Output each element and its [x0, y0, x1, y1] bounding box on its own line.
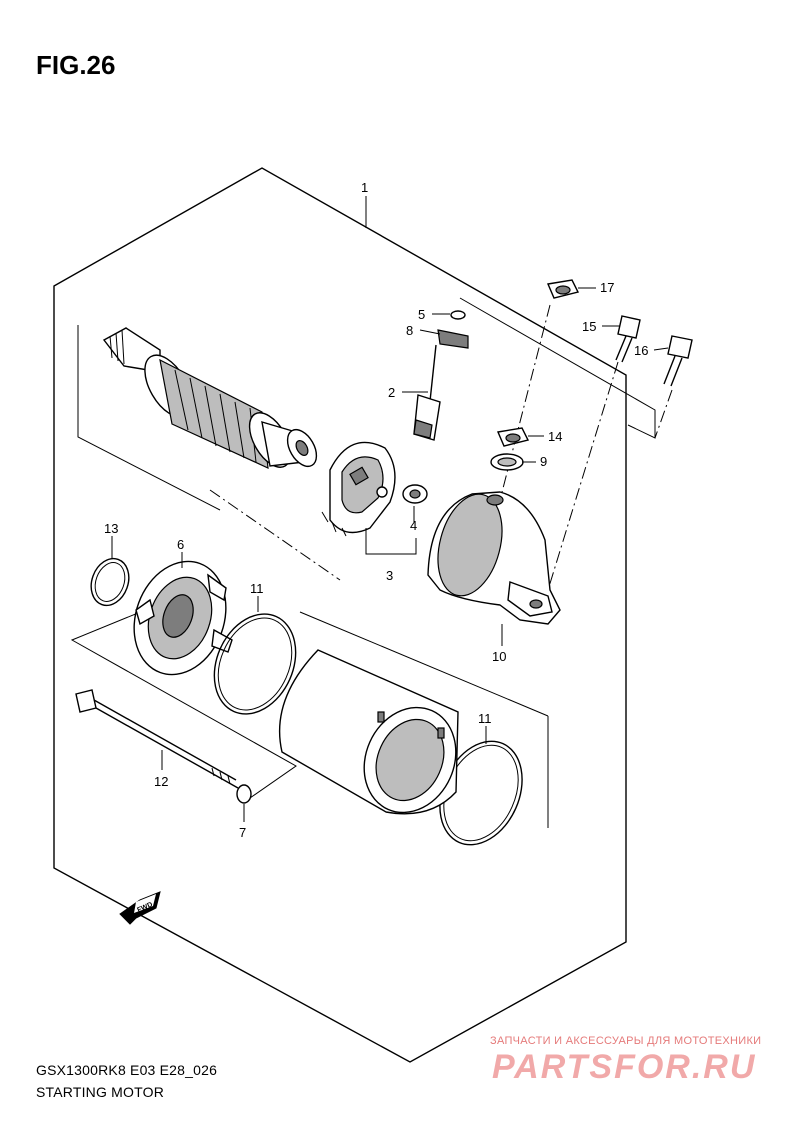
callout-7: 7 — [239, 825, 246, 840]
o-ring-small-inner — [94, 562, 126, 602]
armature-group-frame — [77, 325, 221, 511]
leader-3 — [365, 528, 417, 555]
assembly-boundary — [53, 167, 627, 1063]
o-ring-front-inner — [217, 617, 293, 711]
leader-16 — [653, 347, 669, 351]
watermark-subtitle: ЗАПЧАСТИ И АКСЕССУАРЫ ДЛЯ МОТОТЕХНИКИ — [490, 1035, 762, 1047]
axis-line-main — [209, 489, 341, 581]
leader-8 — [419, 329, 441, 335]
end-cover-part — [133, 560, 233, 676]
yoke-cylinder — [278, 649, 459, 815]
callout-12: 12 — [154, 774, 168, 789]
callout-14: 14 — [548, 429, 562, 444]
callout-11-rear: 11 — [478, 711, 492, 726]
through-bolt-group-frame — [70, 603, 297, 799]
callout-4: 4 — [410, 518, 417, 533]
terminal-bolt-part — [413, 344, 441, 441]
assembly-name: STARTING MOTOR — [36, 1084, 165, 1100]
callout-8: 8 — [406, 323, 413, 338]
bracket-group-frame — [459, 297, 656, 439]
callout-5: 5 — [418, 307, 425, 322]
watermark-brand: PARTSFOR.RU — [492, 1048, 757, 1086]
callout-3: 3 — [386, 568, 393, 583]
callout-16: 16 — [634, 343, 648, 358]
axis-line-bolt-2 — [547, 361, 619, 591]
brush-holder-plate — [321, 441, 396, 537]
callout-13: 13 — [104, 521, 118, 536]
callout-11-front: 11 — [250, 581, 264, 596]
callout-17: 17 — [600, 280, 614, 295]
bolt-a-part — [615, 315, 641, 363]
axis-line-bolt — [499, 304, 551, 501]
flange-nut-part — [547, 279, 580, 299]
armature — [102, 327, 318, 469]
yoke-group-top — [299, 611, 549, 717]
model-code: GSX1300RK8 E03 E28_026 — [36, 1062, 218, 1078]
through-bolt-part — [75, 689, 239, 789]
callout-10: 10 — [492, 649, 506, 664]
axis-line-bolt-3 — [654, 389, 673, 439]
insulator-part — [437, 329, 469, 349]
nut-part — [497, 427, 530, 447]
callout-6: 6 — [177, 537, 184, 552]
callout-1: 1 — [361, 180, 368, 195]
callout-15: 15 — [582, 319, 596, 334]
figure-title: FIG.26 — [36, 50, 116, 80]
callout-9: 9 — [540, 454, 547, 469]
o-ring-small-part — [90, 557, 130, 607]
fwd-arrow-icon: FWD — [119, 891, 161, 925]
bolt-b-part — [663, 335, 693, 387]
housing-end-part — [427, 491, 561, 625]
washer-part — [450, 310, 466, 320]
o-ring-front-part — [213, 613, 297, 715]
callout-2: 2 — [388, 385, 395, 400]
washer-small-part — [236, 784, 252, 804]
oil-seal-part — [490, 453, 524, 471]
brush-part — [402, 484, 428, 504]
